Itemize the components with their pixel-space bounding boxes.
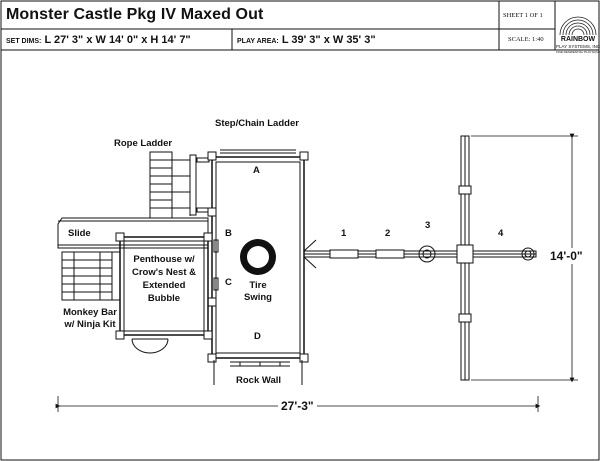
penthouse-shape — [115, 232, 213, 354]
marker-d: D — [254, 331, 261, 342]
logo-name: RAINBOW — [560, 36, 596, 43]
set-dims: SET DIMS: L 27' 3" x W 14' 0" x H 14' 7" — [6, 34, 191, 46]
rainbow-logo-icon — [559, 16, 597, 36]
logo-subtitle: PLAY SYSTEMS, INC. — [556, 44, 600, 49]
position-1: 1 — [341, 228, 347, 239]
marker-b: B — [225, 228, 232, 239]
dimension-length: 27'-3" — [278, 399, 317, 413]
position-2: 2 — [385, 228, 391, 239]
play-area-label: PLAY AREA: — [237, 38, 279, 45]
set-dims-value: L 27' 3" x W 14' 0" x H 14' 7" — [44, 34, 191, 46]
label-tire-swing-line1: Tire — [249, 280, 267, 291]
label-penthouse: Penthouse w/ Crow's Nest & Extended Bubb… — [126, 253, 202, 305]
a-frame-shape — [456, 135, 474, 381]
dimension-width: 14'-0" — [549, 248, 584, 264]
label-monkey-bar: Monkey Bar w/ Ninja Kit — [58, 307, 122, 331]
label-rope-ladder: Rope Ladder — [114, 138, 173, 149]
position-4: 4 — [498, 228, 504, 239]
label-rock-wall: Rock Wall — [236, 375, 282, 386]
logo-tagline: FINE RESIDENTIAL PLAY EQUIPMENT — [556, 50, 600, 54]
position-3: 3 — [425, 220, 431, 231]
label-slide: Slide — [68, 228, 91, 239]
sheet-number: SHEET 1 OF 1 — [503, 12, 543, 19]
marker-c: C — [225, 277, 232, 288]
label-tire-swing-line2: Swing — [244, 292, 272, 303]
label-penthouse-line4: Bubble — [147, 293, 181, 304]
label-monkey-bar-line2: w/ Ninja Kit — [64, 319, 116, 330]
label-monkey-bar-line1: Monkey Bar — [63, 307, 117, 318]
drawing-title: Monster Castle Pkg IV Maxed Out — [6, 6, 264, 23]
label-tire-swing: Tire Swing — [238, 280, 278, 304]
monkey-bar-shape — [61, 251, 121, 301]
scale: SCALE: 1:40 — [508, 36, 544, 43]
label-step-chain-ladder: Step/Chain Ladder — [215, 118, 299, 129]
play-area: PLAY AREA: L 39' 3" x W 35' 3" — [237, 34, 376, 46]
rope-ladder-beam — [196, 157, 210, 213]
play-area-value: L 39' 3" x W 35' 3" — [281, 34, 376, 46]
label-penthouse-line3: Extended — [142, 280, 186, 291]
label-penthouse-line1: Penthouse w/ — [133, 254, 195, 265]
rope-ladder-shape — [149, 151, 197, 219]
tire-swing-shape — [240, 239, 276, 275]
label-penthouse-line2: Crow's Nest & — [131, 267, 197, 278]
marker-a: A — [253, 165, 260, 176]
swing-beam-shape — [303, 239, 537, 269]
set-dims-label: SET DIMS: — [6, 38, 42, 45]
